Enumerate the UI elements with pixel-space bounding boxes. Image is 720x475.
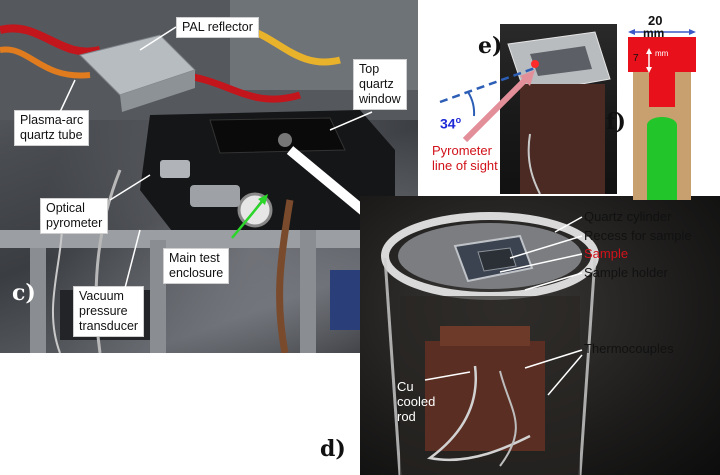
height-unit-label: mm [655,49,669,58]
panel-f-letter: f) [606,109,626,135]
panel-c-letter: c) [12,280,36,306]
thermocouples-label: Thermocouples [584,341,674,356]
sample-holder-schematic [628,29,696,200]
angle-label: 34o [440,115,462,132]
sample-holder-photo [360,196,720,475]
top-quartz-window-label: Top quartz window [353,59,407,110]
cu-cooled-rod-label: Cu cooled rod [397,379,436,424]
sample-label: Sample [584,246,629,261]
pyrometer-view-photo [500,24,617,194]
width-unit-label: mm [643,26,665,40]
sample-holder-label: Sample holder [584,265,668,280]
sample-holder-drawing [381,212,599,475]
plasma-arc-tube-label: Plasma-arc quartz tube [14,110,90,146]
panel-d-letter: d) [320,436,346,462]
width-dimension-label: 20 [648,13,663,28]
pyrometer-view-drawing [507,31,611,194]
quartz-cylinder-label: Quartz cylinder [584,209,672,224]
height-dimension-label: 7 [633,53,639,64]
panel-e-letter: e) [478,33,503,59]
recess-for-sample-label: Recess for sample [584,228,692,243]
pyrometer-line-of-sight-label: Pyrometer line of sight [432,143,498,173]
vacuum-pressure-transducer-label: Vacuum pressure transducer [73,286,145,337]
optical-pyrometer-label: Optical pyrometer [40,198,109,234]
pal-reflector-label: PAL reflector [176,17,259,38]
main-test-enclosure-label: Main test enclosure [163,248,230,284]
